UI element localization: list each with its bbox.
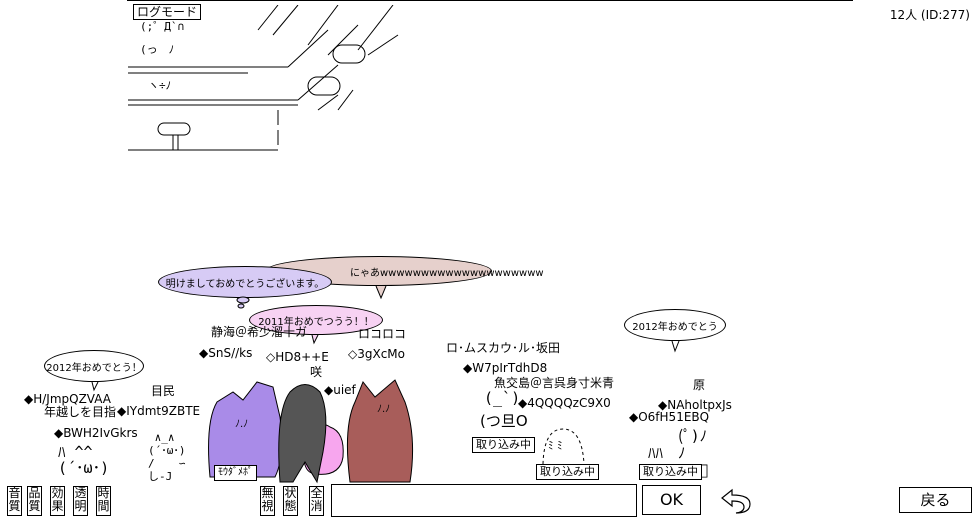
ascii-art-drawing: (;゜Д`∩ (っ ﾉ ヽ÷ﾉ	[128, 5, 399, 151]
ascii-face: ∧_∧ (´･ω･) / ∽ し-J	[148, 431, 186, 483]
svg-text:ヽ÷ﾉ: ヽ÷ﾉ	[148, 79, 171, 92]
ascii-face: (_`)	[484, 389, 521, 407]
user-trip: ◆NAholtpxJs	[658, 398, 732, 412]
status-button[interactable]: 状態	[283, 486, 298, 516]
user-trip: ◆IYdmt9ZBTE	[117, 404, 201, 418]
transparency-button[interactable]: 透明	[73, 486, 88, 516]
top-divider	[127, 0, 853, 1]
user-name: 目民	[151, 384, 176, 398]
clear-all-button[interactable]: 全消	[309, 486, 324, 516]
user-name: ロコロコ	[358, 327, 407, 341]
user-name: 咲	[310, 365, 323, 379]
user-name: 原	[693, 378, 706, 392]
quality-button[interactable]: 品質	[27, 486, 42, 516]
speech-bubble: 2012年おめでとう！	[44, 350, 144, 382]
undo-icon[interactable]	[718, 484, 754, 516]
sound-quality-button[interactable]: 音質	[7, 486, 22, 516]
user-trip: ◆O6fH51EBQ	[629, 410, 710, 424]
user-trip: ◆uief	[324, 383, 356, 397]
hanging-label: (つ旦O	[480, 412, 528, 430]
svg-text:ﾉ.ﾉ: ﾉ.ﾉ	[235, 419, 248, 430]
away-status-badge: 取り込み中	[639, 464, 702, 480]
svg-text:ﾐ ﾐ: ﾐ ﾐ	[548, 439, 563, 452]
svg-text:ﾉ.ﾉ: ﾉ.ﾉ	[377, 404, 390, 415]
back-button[interactable]: 戻る	[899, 487, 972, 513]
ignore-button[interactable]: 無視	[260, 486, 275, 516]
speech-bubble: 2011年おめでつうう！！	[249, 305, 383, 335]
user-trip: ◆H/JmpQZVAA	[24, 392, 111, 406]
effect-button[interactable]: 効果	[50, 486, 65, 516]
log-mode-button[interactable]: ログモード	[133, 4, 202, 20]
user-trip: ◆4QQQQzC9X0	[518, 396, 611, 410]
user-trip: ◇HD8++E	[266, 350, 329, 364]
user-name: 魚交島＠言呉身寸米青	[494, 376, 615, 390]
user-name: 年越しを目指	[44, 405, 117, 419]
away-status-badge: 取り込み中	[536, 464, 599, 480]
character-group: ﾉ.ﾉ ﾉ.ﾉ	[208, 379, 414, 484]
time-button[interactable]: 時間	[96, 486, 111, 516]
user-trip: ◇3gXcMo	[348, 347, 405, 361]
away-status-badge: 取り込み中	[472, 437, 535, 453]
user-trip: ◆W7pIrTdhD8	[463, 361, 548, 375]
user-name: ロ･ムスカウ･ル･坂田	[446, 341, 561, 355]
speech-bubble: 明けましておめでとうございます。	[158, 266, 332, 298]
user-name: 静海＠希少溜十ガ	[211, 325, 308, 339]
svg-text:(;゜Д`∩: (;゜Д`∩	[140, 20, 184, 33]
user-trip: ◆SnS//ks	[199, 346, 253, 360]
chat-input[interactable]	[331, 484, 637, 517]
character-label: ﾓｳﾀﾞﾒﾎﾟ	[214, 465, 257, 481]
ascii-face: ﾊ ^^ (´･ω･)	[58, 443, 110, 477]
ok-button[interactable]: OK	[642, 485, 701, 515]
user-trip: ◆BWH2IvGkrs	[54, 426, 138, 440]
speech-bubble: 2012年おめでとう	[624, 309, 726, 341]
user-count: 12人 (ID:277)	[889, 8, 970, 22]
ghost-character: ﾐ ﾐ	[542, 428, 585, 465]
svg-text:(っ ﾉ: (っ ﾉ	[140, 43, 174, 56]
